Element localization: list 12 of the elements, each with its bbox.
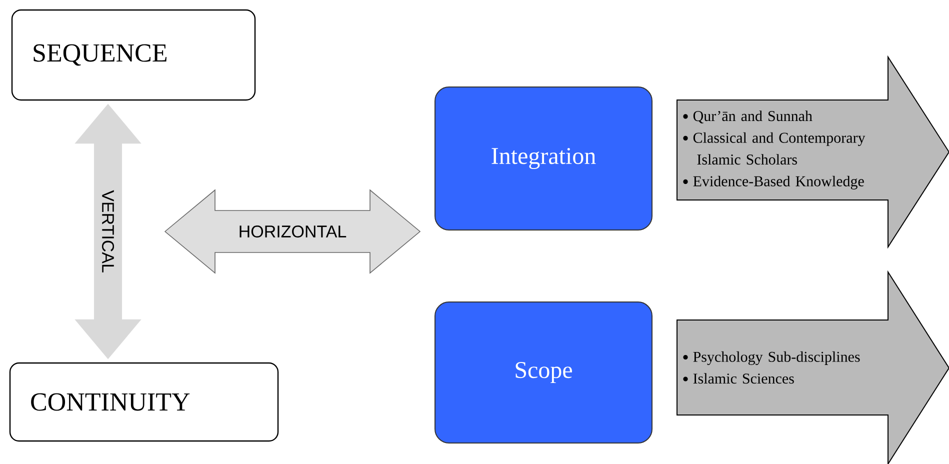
arrow-shape <box>676 55 949 249</box>
list-item: Evidence-Based Knowledge <box>683 176 864 190</box>
list-item: Psychology Sub-disciplines <box>683 351 860 365</box>
text-box: CONTINUITY <box>9 362 279 442</box>
list-item: Islamic Sciences <box>683 373 794 384</box>
list-item: Qur’ān and Sunnah <box>683 110 812 124</box>
list-item: Classical and Contemporary Islamic Scholars <box>683 132 866 165</box>
rounded-box: Integration <box>434 86 652 230</box>
edge-label: VERTICAL <box>102 190 114 272</box>
rounded-box: Scope <box>434 302 652 444</box>
arrow-shape <box>676 270 949 464</box>
text-box: SEQUENCE <box>11 9 256 101</box>
